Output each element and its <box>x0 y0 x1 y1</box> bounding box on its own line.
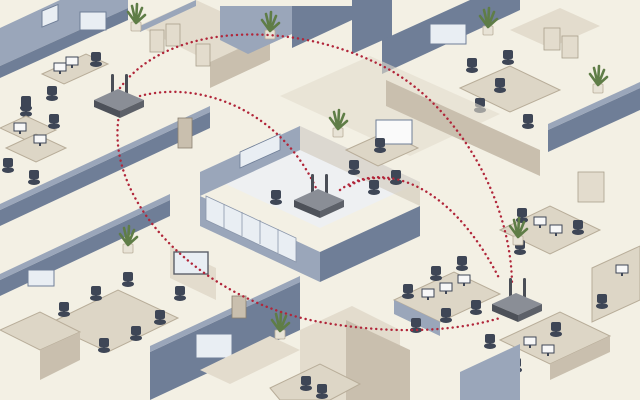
room-bottom-left <box>0 194 216 380</box>
room-top-right <box>382 0 640 152</box>
desk-area-right <box>498 171 640 323</box>
wall-right-beige <box>386 80 540 176</box>
wall-left-long <box>0 112 210 226</box>
door <box>177 117 193 149</box>
room-center <box>200 108 420 282</box>
room-top-left <box>0 0 128 117</box>
desk-cluster-bottom-right <box>392 256 612 400</box>
wifi-signal-paths <box>116 33 514 332</box>
wall-left-top-edge <box>0 106 210 210</box>
desk-cluster-left <box>0 96 68 185</box>
room-bottom-center <box>150 276 410 400</box>
